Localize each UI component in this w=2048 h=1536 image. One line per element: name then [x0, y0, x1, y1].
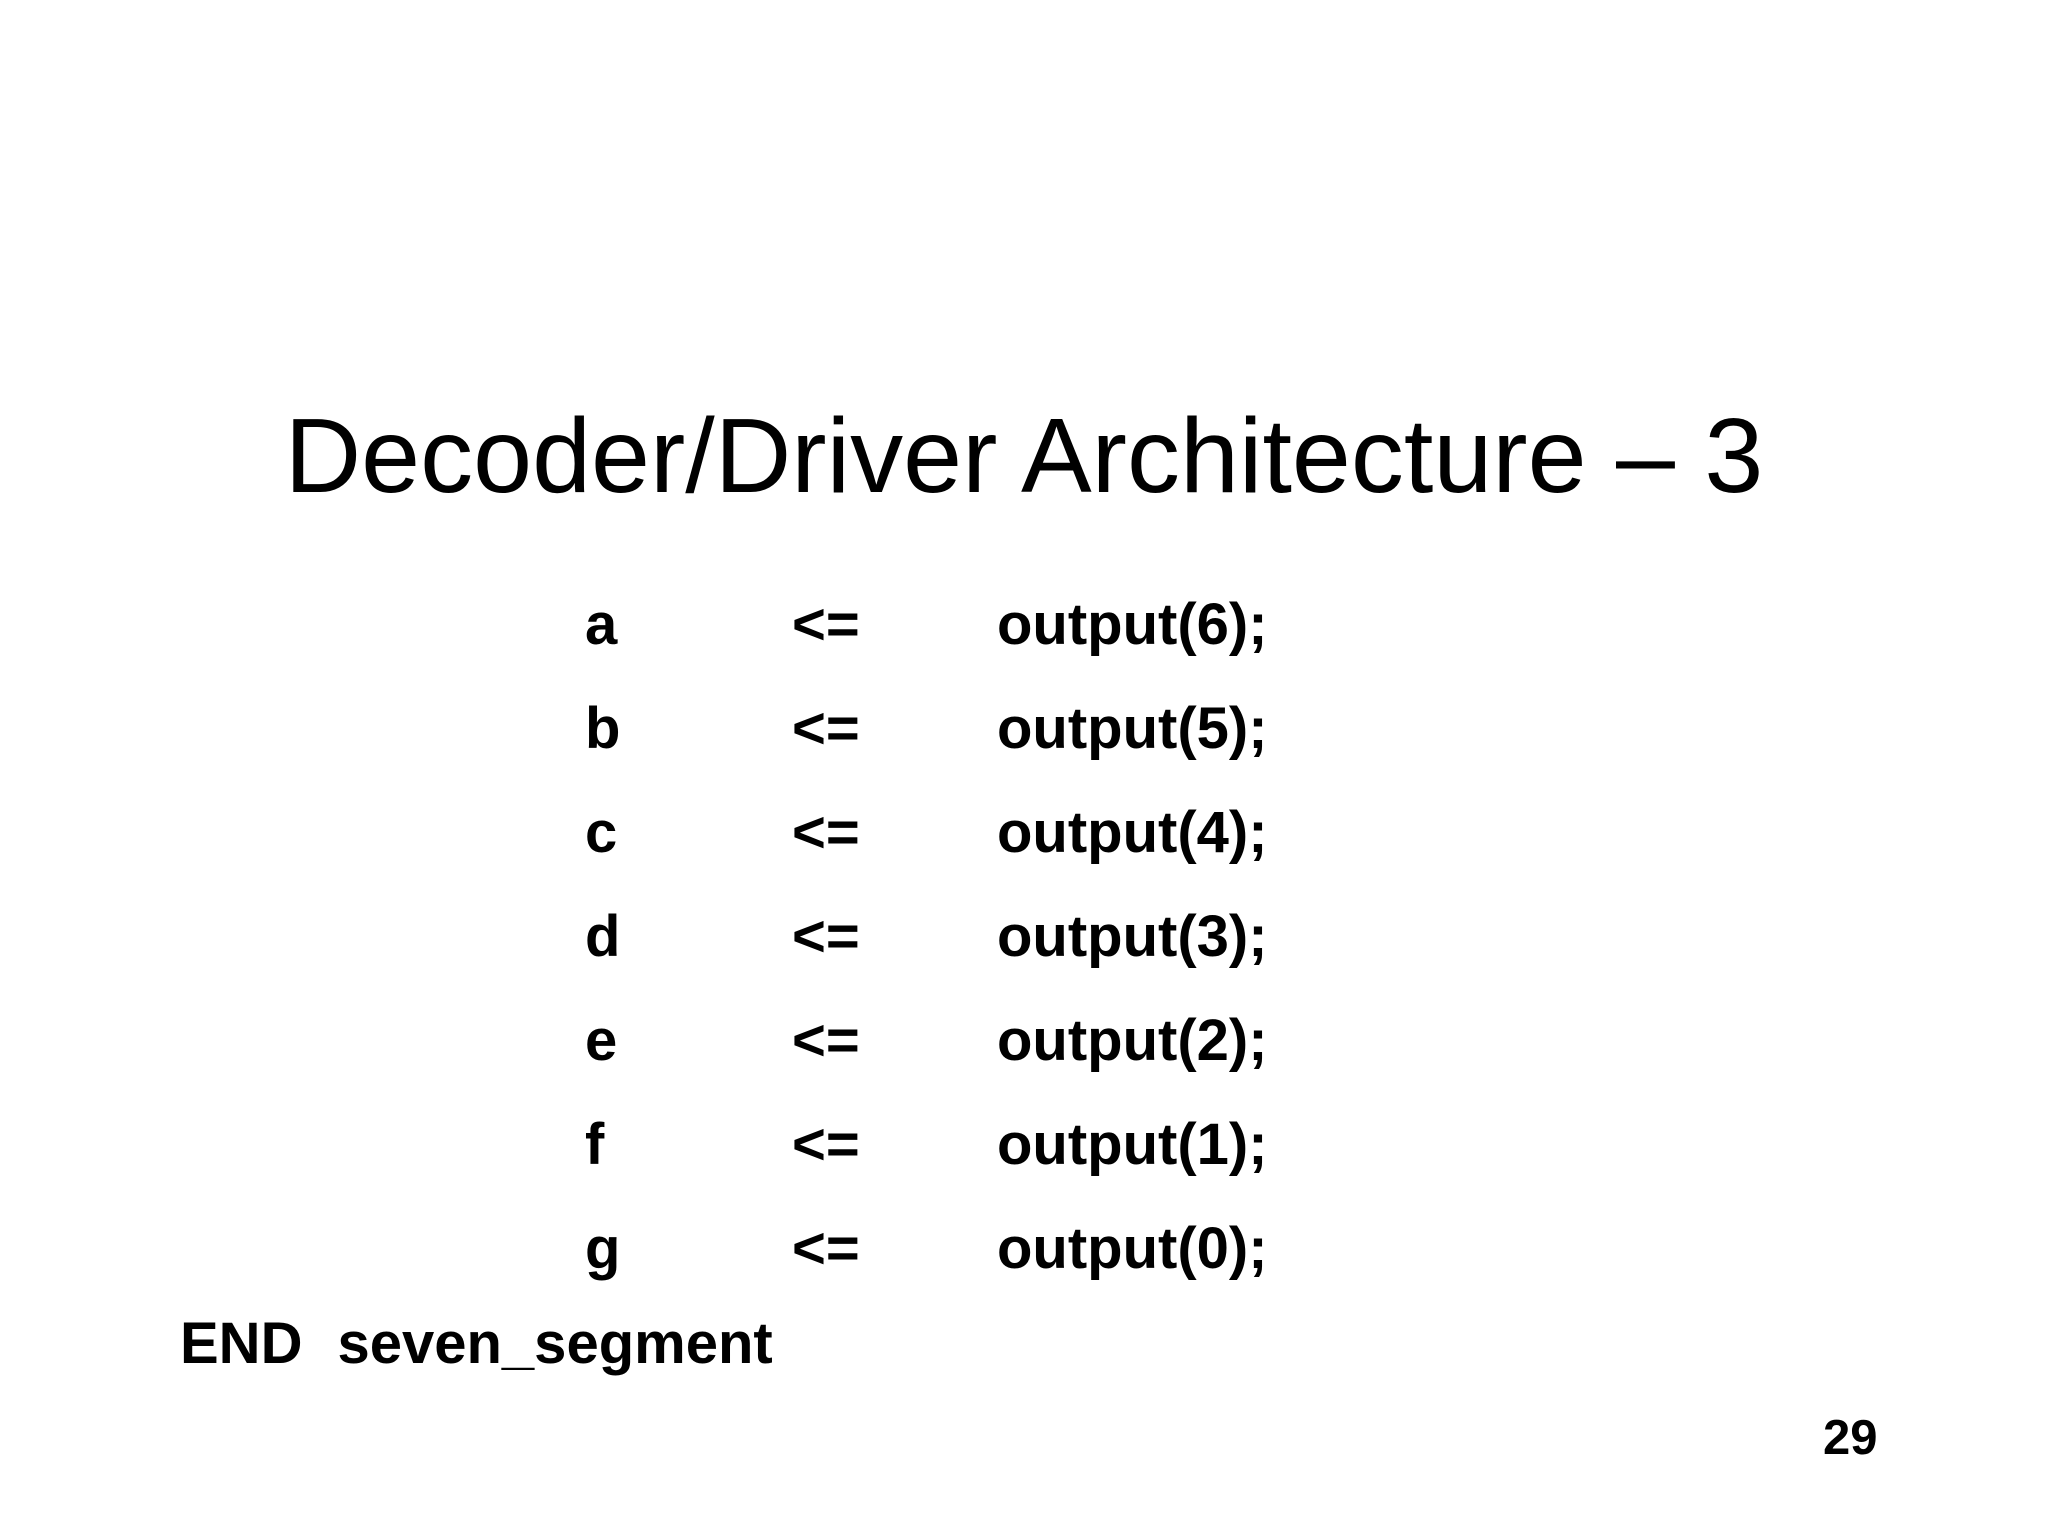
signal-name: f [585, 1112, 605, 1177]
end-statement: END seven_segment [180, 1312, 773, 1376]
assignment-value: output(5); [997, 696, 1268, 761]
assignment-operator: <= [792, 592, 860, 657]
signal-name: c [585, 800, 618, 865]
entity-name: seven_segment [337, 1311, 773, 1376]
assignment-value: output(1); [997, 1112, 1268, 1177]
assignment-value: output(2); [997, 1008, 1268, 1073]
assignment-operator: <= [792, 1008, 860, 1073]
slide-title: Decoder/Driver Architecture – 3 [284, 397, 1764, 515]
assignment-value: output(4); [997, 800, 1268, 865]
signal-name: a [585, 592, 618, 657]
signal-name: d [585, 904, 621, 969]
signal-name: g [585, 1216, 621, 1281]
assignment-operator: <= [792, 800, 860, 865]
assignment-value: output(6); [997, 592, 1268, 657]
end-keyword: END [180, 1311, 303, 1376]
assignment-value: output(0); [997, 1216, 1268, 1281]
signal-name: b [585, 696, 621, 761]
assignment-operator: <= [792, 904, 860, 969]
assignment-operator: <= [792, 1216, 860, 1281]
assignment-operator: <= [792, 696, 860, 761]
assignment-value: output(3); [997, 904, 1268, 969]
signal-name: e [585, 1008, 618, 1073]
assignment-operator: <= [792, 1112, 860, 1177]
code-block: a <= output(6); b <= output(5); c <= out… [585, 573, 1268, 1301]
page-number: 29 [1823, 1411, 1878, 1465]
